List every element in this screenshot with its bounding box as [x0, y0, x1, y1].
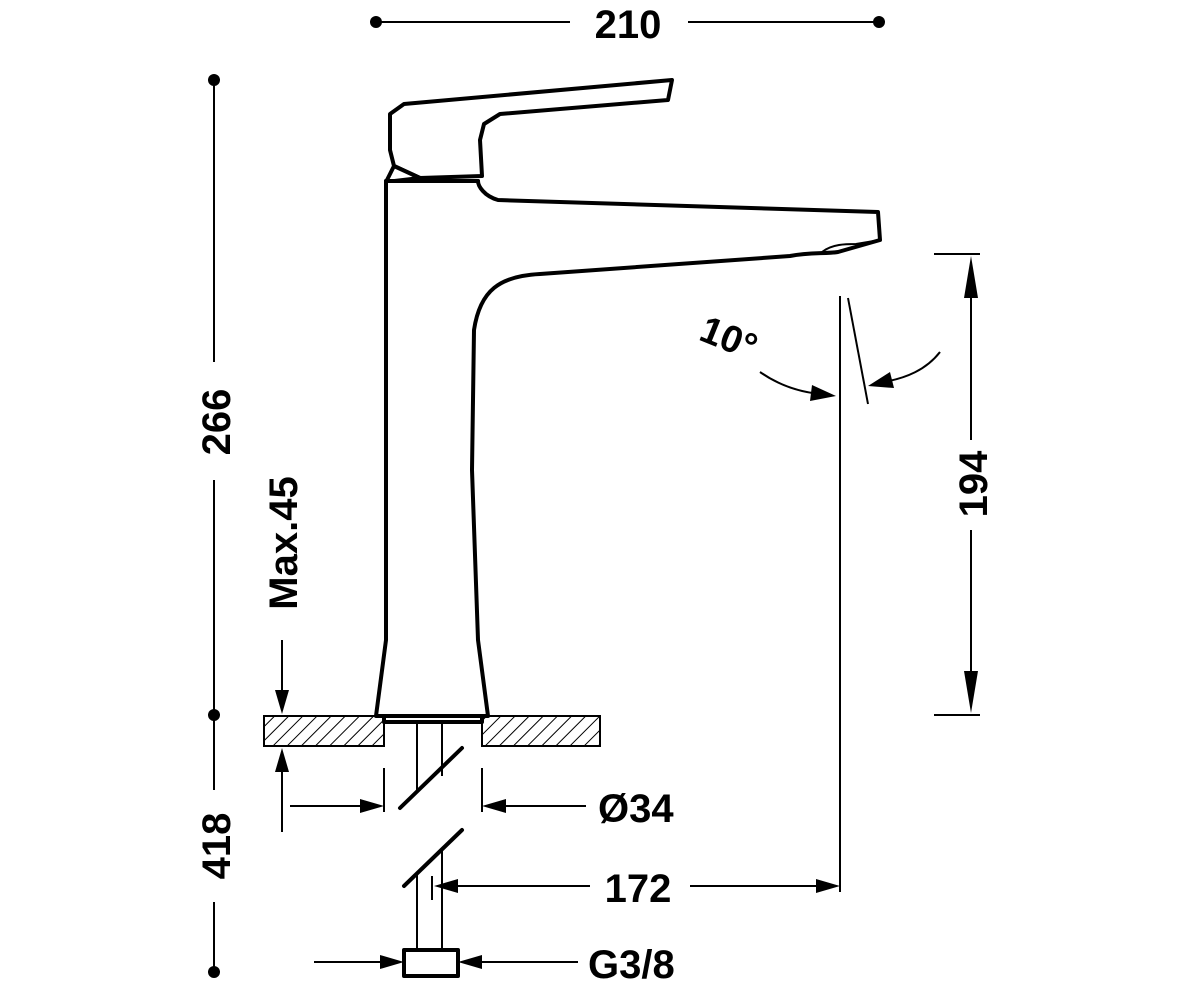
tail-length-label: 418 — [195, 813, 239, 880]
dimension-overall-width: 210 — [370, 3, 885, 47]
supply-tube — [398, 722, 464, 978]
angle-label: 10° — [694, 309, 763, 369]
spout-aerator — [821, 239, 881, 253]
connection-thread-label: G3/8 — [588, 943, 675, 987]
faucet-outline — [374, 78, 882, 724]
faucet-column-and-spout — [374, 179, 882, 718]
countertop-section — [263, 715, 601, 747]
dimension-spout-height: 194 — [934, 253, 996, 716]
countertop-left — [263, 715, 385, 747]
tilted-reference-line — [847, 297, 869, 405]
overall-width-label: 210 — [595, 3, 662, 47]
dimension-tail-length: 418 — [195, 715, 239, 978]
supply-connector — [402, 948, 460, 978]
dimension-connection-thread: G3/8 — [314, 943, 675, 987]
overall-height-label: 266 — [195, 389, 239, 456]
countertop-right — [481, 715, 601, 747]
dimension-spout-angle: 10° — [694, 297, 941, 405]
reach-label: 172 — [605, 867, 672, 911]
base-diameter-label: Ø34 — [598, 787, 674, 831]
max-deck-label: Max.45 — [262, 476, 306, 609]
dimension-max-deck-thickness: Max.45 — [262, 476, 306, 832]
dimension-endpoint-dot — [208, 966, 220, 978]
base-shank — [382, 714, 484, 724]
dimension-reach: 172 — [431, 296, 841, 911]
spout-height-label: 194 — [952, 450, 996, 517]
dimension-overall-height: 266 — [195, 74, 239, 721]
dimension-base-diameter: Ø34 — [290, 768, 674, 831]
faucet-handle — [388, 78, 674, 180]
